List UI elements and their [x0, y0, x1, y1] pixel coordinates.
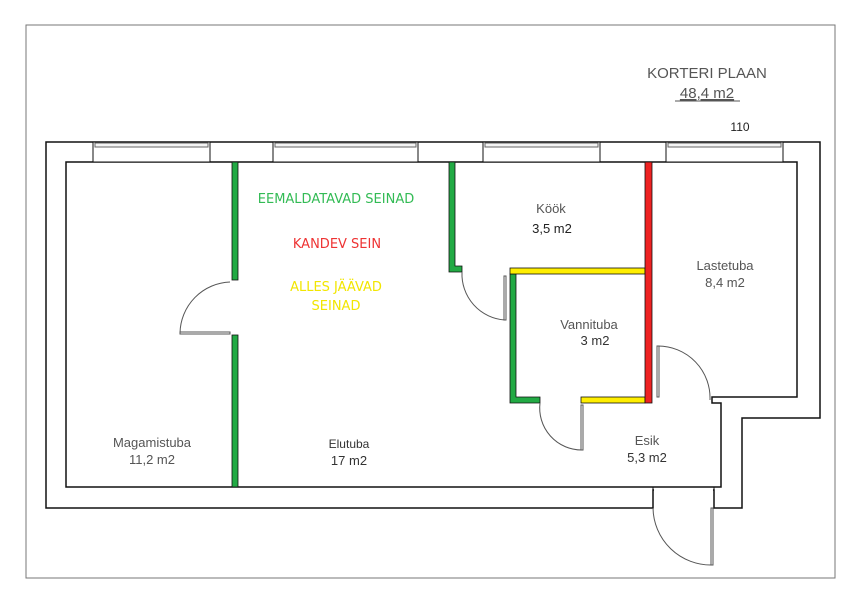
- room-name-magamistuba: Magamistuba: [113, 435, 192, 450]
- door-swing: [539, 402, 583, 451]
- legend-load-bearing: KANDEV SEIN: [293, 237, 381, 252]
- door-swing: [179, 281, 231, 334]
- room-name-kook: Köök: [536, 201, 566, 216]
- entrance-door-leaf: [710, 507, 714, 566]
- remaining-wall: [509, 267, 646, 275]
- doors: [179, 271, 714, 566]
- room-area-elutuba: 17 m2: [331, 453, 367, 468]
- entrance-opening: [654, 488, 713, 509]
- legend-remaining-line2: SEINAD: [312, 299, 361, 314]
- door-leaf: [179, 331, 231, 335]
- removable-wall: [231, 161, 239, 281]
- room-name-esik: Esik: [635, 433, 660, 448]
- load-bearing-wall: [644, 161, 653, 404]
- total-area: 48,4 m2: [680, 85, 734, 102]
- room-area-kook: 3,5 m2: [532, 221, 572, 236]
- room-name-vannituba: Vannituba: [560, 317, 618, 332]
- remaining-wall: [580, 396, 646, 404]
- door-swing: [657, 345, 711, 401]
- room-area-esik: 5,3 m2: [627, 450, 667, 465]
- door-leaf: [503, 275, 507, 321]
- room-name-elutuba: Elutuba: [329, 437, 370, 451]
- entrance-door-swing: [652, 507, 713, 566]
- removable-wall: [448, 161, 463, 273]
- door-swing: [461, 271, 506, 321]
- windows: [92, 141, 784, 163]
- apartment-number: 110: [730, 120, 749, 134]
- door-leaf: [580, 404, 584, 451]
- removable-wall: [231, 334, 239, 488]
- room-area-vannituba: 3 m2: [581, 333, 610, 348]
- interior-floor: [65, 161, 798, 488]
- plan-title: KORTERI PLAAN: [647, 65, 767, 82]
- room-area-lastetuba: 8,4 m2: [705, 275, 745, 290]
- legend-removable: EEMALDATAVAD SEINAD: [258, 192, 414, 207]
- legend-remaining-line1: ALLES JÄÄVAD: [290, 279, 382, 295]
- door-leaf: [656, 345, 660, 398]
- room-name-lastetuba: Lastetuba: [696, 258, 754, 273]
- room-area-magamistuba: 11,2 m2: [129, 452, 175, 467]
